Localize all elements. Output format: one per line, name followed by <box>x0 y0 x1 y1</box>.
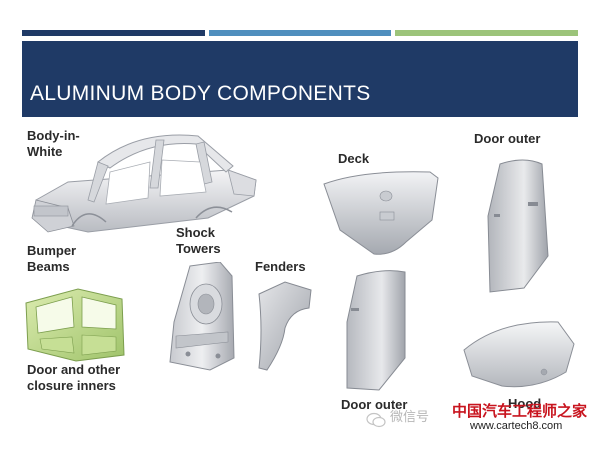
fender-panel-image <box>255 280 313 372</box>
label-line: Beams <box>27 259 70 274</box>
watermark-url: www.cartech8.com <box>470 420 563 432</box>
watermark-wechat-text: 微信号 <box>390 410 430 425</box>
label-door-inners: Door and other closure inners <box>27 362 120 394</box>
label-bumper-beams: Bumper Beams <box>27 243 76 275</box>
door-outer-panel-image <box>484 156 556 296</box>
label-line: Door and other <box>27 362 121 377</box>
label-line: White <box>27 144 63 159</box>
watermark-brand: 中国汽车工程师之家 <box>452 402 588 420</box>
title-band <box>22 41 578 117</box>
hood-panel-image <box>460 314 578 392</box>
label-hood: Hood <box>508 396 542 411</box>
accent-bar-green <box>395 30 578 36</box>
label-line: closure inners <box>27 378 116 393</box>
trunk-deck-lid-image <box>322 168 440 258</box>
accent-bar-dark-blue <box>22 30 205 36</box>
label-line: Body-in- <box>27 128 80 143</box>
car-body-frame-image <box>28 122 260 240</box>
label-door-outer-top: Door outer <box>474 131 541 146</box>
shock-tower-image <box>166 262 240 372</box>
label-door-outer-bottom: Door outer <box>341 397 408 412</box>
door-outer-panel-image <box>343 266 409 394</box>
label-line: Bumper <box>27 243 77 258</box>
slide-title: ALUMINUM BODY COMPONENTS <box>30 82 371 105</box>
accent-bar-light-blue <box>209 30 391 36</box>
label-line: Towers <box>176 241 221 256</box>
wechat-icon <box>366 412 386 428</box>
door-inner-frame-image <box>22 283 128 363</box>
label-deck: Deck <box>338 151 370 166</box>
label-body-in-white: Body-in- White <box>27 128 80 160</box>
label-line: Shock <box>176 225 216 240</box>
label-shock-towers: Shock Towers <box>176 225 221 257</box>
label-fenders: Fenders <box>255 259 306 274</box>
